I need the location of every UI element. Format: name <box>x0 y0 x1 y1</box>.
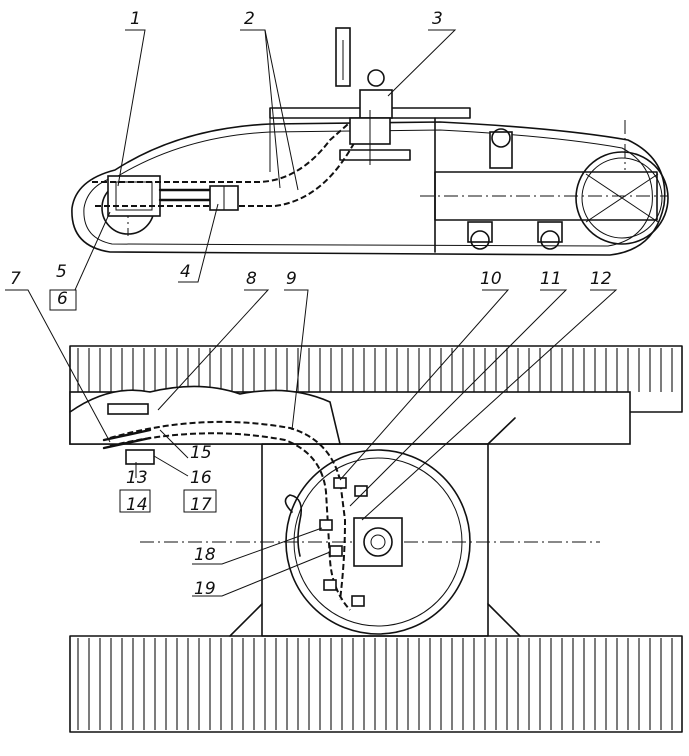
callout-8: 8 <box>246 269 257 289</box>
callout-labels: 1 2 3 4 5 6 7 8 9 10 11 12 13 14 15 16 1… <box>10 9 612 599</box>
plan-view <box>69 345 683 733</box>
callout-11: 11 <box>540 269 562 289</box>
plan-hose-lower <box>109 432 351 611</box>
drive-wheel-rim <box>581 157 663 239</box>
support-rollers <box>467 120 626 250</box>
callout-9: 9 <box>286 269 297 289</box>
upper-track-treads <box>77 348 673 392</box>
side-elevation-view <box>71 27 669 256</box>
track-belt-inner <box>83 129 653 247</box>
center-frame <box>261 443 489 637</box>
callout-5: 5 <box>56 262 67 282</box>
lower-track-treads <box>77 638 673 730</box>
callout-16: 16 <box>190 468 212 488</box>
rotary-hub <box>353 517 403 567</box>
plan-hose-upper <box>109 420 347 601</box>
mount-plate <box>107 403 149 415</box>
callout-17-box <box>183 489 217 513</box>
control-unit-3 <box>335 27 411 165</box>
callout-1: 1 <box>130 9 141 29</box>
drive-wheel <box>575 151 669 245</box>
drive-wheel-spokes <box>585 173 659 223</box>
lower-track-band <box>69 635 683 733</box>
frame-brace-left <box>229 603 263 637</box>
hose-loop-guard <box>284 494 303 557</box>
valve-13-14 <box>125 449 155 465</box>
callout-13: 13 <box>126 468 148 488</box>
callout-7: 7 <box>10 269 21 289</box>
callout-17: 17 <box>190 495 212 515</box>
leader-lines <box>5 29 618 597</box>
callout-19: 19 <box>194 579 216 599</box>
callout-2: 2 <box>244 9 255 29</box>
callout-18: 18 <box>194 545 216 565</box>
plan-hose-end <box>102 428 152 450</box>
hose-pipe-pair <box>158 188 217 202</box>
frame-brace-right <box>487 603 521 637</box>
hose-fittings <box>319 477 368 607</box>
callout-6-box <box>49 289 77 311</box>
callout-15: 15 <box>190 443 212 463</box>
callout-14: 14 <box>126 495 148 515</box>
callout-14-box <box>119 489 151 513</box>
hose-run-upper <box>92 117 356 183</box>
callout-4: 4 <box>180 262 191 282</box>
cutaway-region <box>69 385 342 445</box>
hose-run-lower <box>95 124 366 207</box>
callout-6: 6 <box>57 289 68 309</box>
frame-brace-top <box>487 417 516 445</box>
callout-10: 10 <box>480 269 502 289</box>
callout-12: 12 <box>590 269 612 289</box>
callout-3: 3 <box>432 9 443 29</box>
